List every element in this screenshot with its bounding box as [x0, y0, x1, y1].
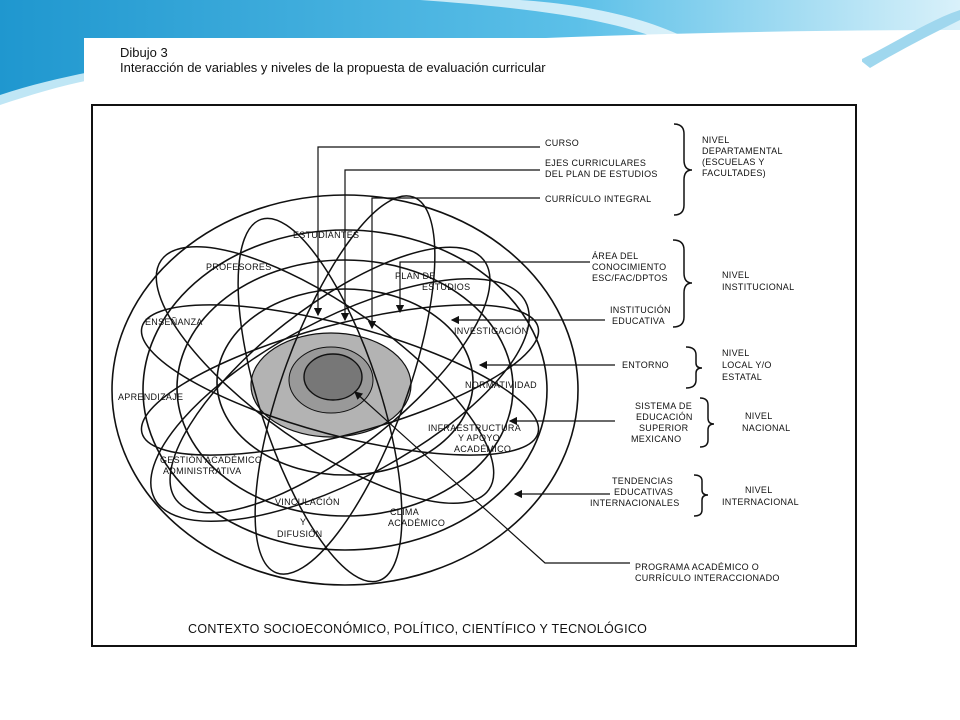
label-ejes-2: DEL PLAN DE ESTUDIOS: [545, 169, 658, 179]
figure-panel: Dibujo 3 Interacción de variables y nive…: [84, 38, 862, 650]
label-sistema-4: MEXICANO: [631, 434, 681, 444]
label-ensenanza: ENSEÑANZA: [145, 317, 203, 327]
label-institucional-1: NIVEL: [722, 270, 750, 280]
label-investigacion: INVESTIGACIÓN: [454, 326, 528, 336]
label-nacional-2: NACIONAL: [742, 423, 790, 433]
variable-orbits: [140, 195, 540, 583]
label-area-1: ÁREA DEL: [592, 251, 638, 261]
label-curso: CURSO: [545, 138, 579, 148]
label-local-1: NIVEL: [722, 348, 750, 358]
label-sistema-1: SISTEMA DE: [635, 401, 692, 411]
label-programa-1: PROGRAMA ACADÉMICO O: [635, 562, 759, 572]
label-vinculacion-3: DIFUSIÓN: [277, 529, 322, 539]
label-internacional-2: INTERNACIONAL: [722, 497, 799, 507]
label-infraestructura-2: Y APOYO: [458, 433, 500, 443]
label-area-2: CONOCIMIENTO: [592, 262, 666, 272]
label-vinculacion-2: Y: [300, 517, 306, 527]
label-departamental-2: DEPARTAMENTAL: [702, 146, 783, 156]
label-clima-2: ACADÉMICO: [388, 518, 445, 528]
variable-labels: ESTUDIANTES PROFESORES PLAN DE ESTUDIOS …: [118, 230, 537, 539]
label-entorno: ENTORNO: [622, 360, 669, 370]
label-local-2: LOCAL Y/O: [722, 360, 772, 370]
label-nacional-1: NIVEL: [745, 411, 773, 421]
label-sistema-2: EDUCACIÓN: [636, 412, 693, 422]
label-gestion-2: ADMINISTRATIVA: [163, 466, 241, 476]
label-institucion-1: INSTITUCIÓN: [610, 305, 671, 315]
diagram-frame: [91, 104, 857, 647]
context-caption: CONTEXTO SOCIOECONÓMICO, POLÍTICO, CIENT…: [188, 621, 647, 636]
label-normatividad: NORMATIVIDAD: [465, 380, 537, 390]
label-local-3: ESTATAL: [722, 372, 762, 382]
label-profesores: PROFESORES: [206, 262, 272, 272]
label-estudiantes: ESTUDIANTES: [293, 230, 359, 240]
label-integral: CURRÍCULO INTEGRAL: [545, 194, 651, 204]
label-ejes-1: EJES CURRICULARES: [545, 158, 646, 168]
label-area-3: ESC/FAC/DPTOS: [592, 273, 668, 283]
level-labels: NIVEL DEPARTAMENTAL (ESCUELAS Y FACULTAD…: [702, 135, 799, 507]
label-departamental-4: FACULTADES): [702, 168, 766, 178]
label-clima-1: CLIMA: [390, 507, 419, 517]
figure-title: Interacción de variables y niveles de la…: [120, 60, 546, 75]
label-departamental-1: NIVEL: [702, 135, 730, 145]
label-infraestructura-1: INFRAESTRUCTURA: [428, 423, 521, 433]
label-tendencias-3: INTERNACIONALES: [590, 498, 680, 508]
label-plan-estudios-1: PLAN DE: [395, 271, 436, 281]
label-internacional-1: NIVEL: [745, 485, 773, 495]
label-institucional-2: INSTITUCIONAL: [722, 282, 794, 292]
core-center: [303, 353, 363, 401]
label-aprendizaje: APRENDIZAJE: [118, 392, 183, 402]
label-tendencias-2: EDUCATIVAS: [614, 487, 673, 497]
label-plan-estudios-2: ESTUDIOS: [422, 282, 470, 292]
label-departamental-3: (ESCUELAS Y: [702, 157, 765, 167]
label-institucion-2: EDUCATIVA: [612, 316, 665, 326]
label-gestion-1: GESTIÓN ACADÉMICO: [160, 455, 262, 465]
connector-lines: [313, 146, 630, 564]
label-vinculacion-1: VINCULACIÓN: [275, 497, 340, 507]
figure-number: Dibujo 3: [120, 45, 168, 60]
curriculum-labels: CURSO EJES CURRICULARES DEL PLAN DE ESTU…: [545, 138, 780, 583]
label-programa-2: CURRÍCULO INTERACCIONADO: [635, 573, 780, 583]
label-infraestructura-3: ACADÉMICO: [454, 444, 511, 454]
label-tendencias-1: TENDENCIAS: [612, 476, 673, 486]
level-braces: [672, 123, 715, 517]
label-sistema-3: SUPERIOR: [639, 423, 689, 433]
